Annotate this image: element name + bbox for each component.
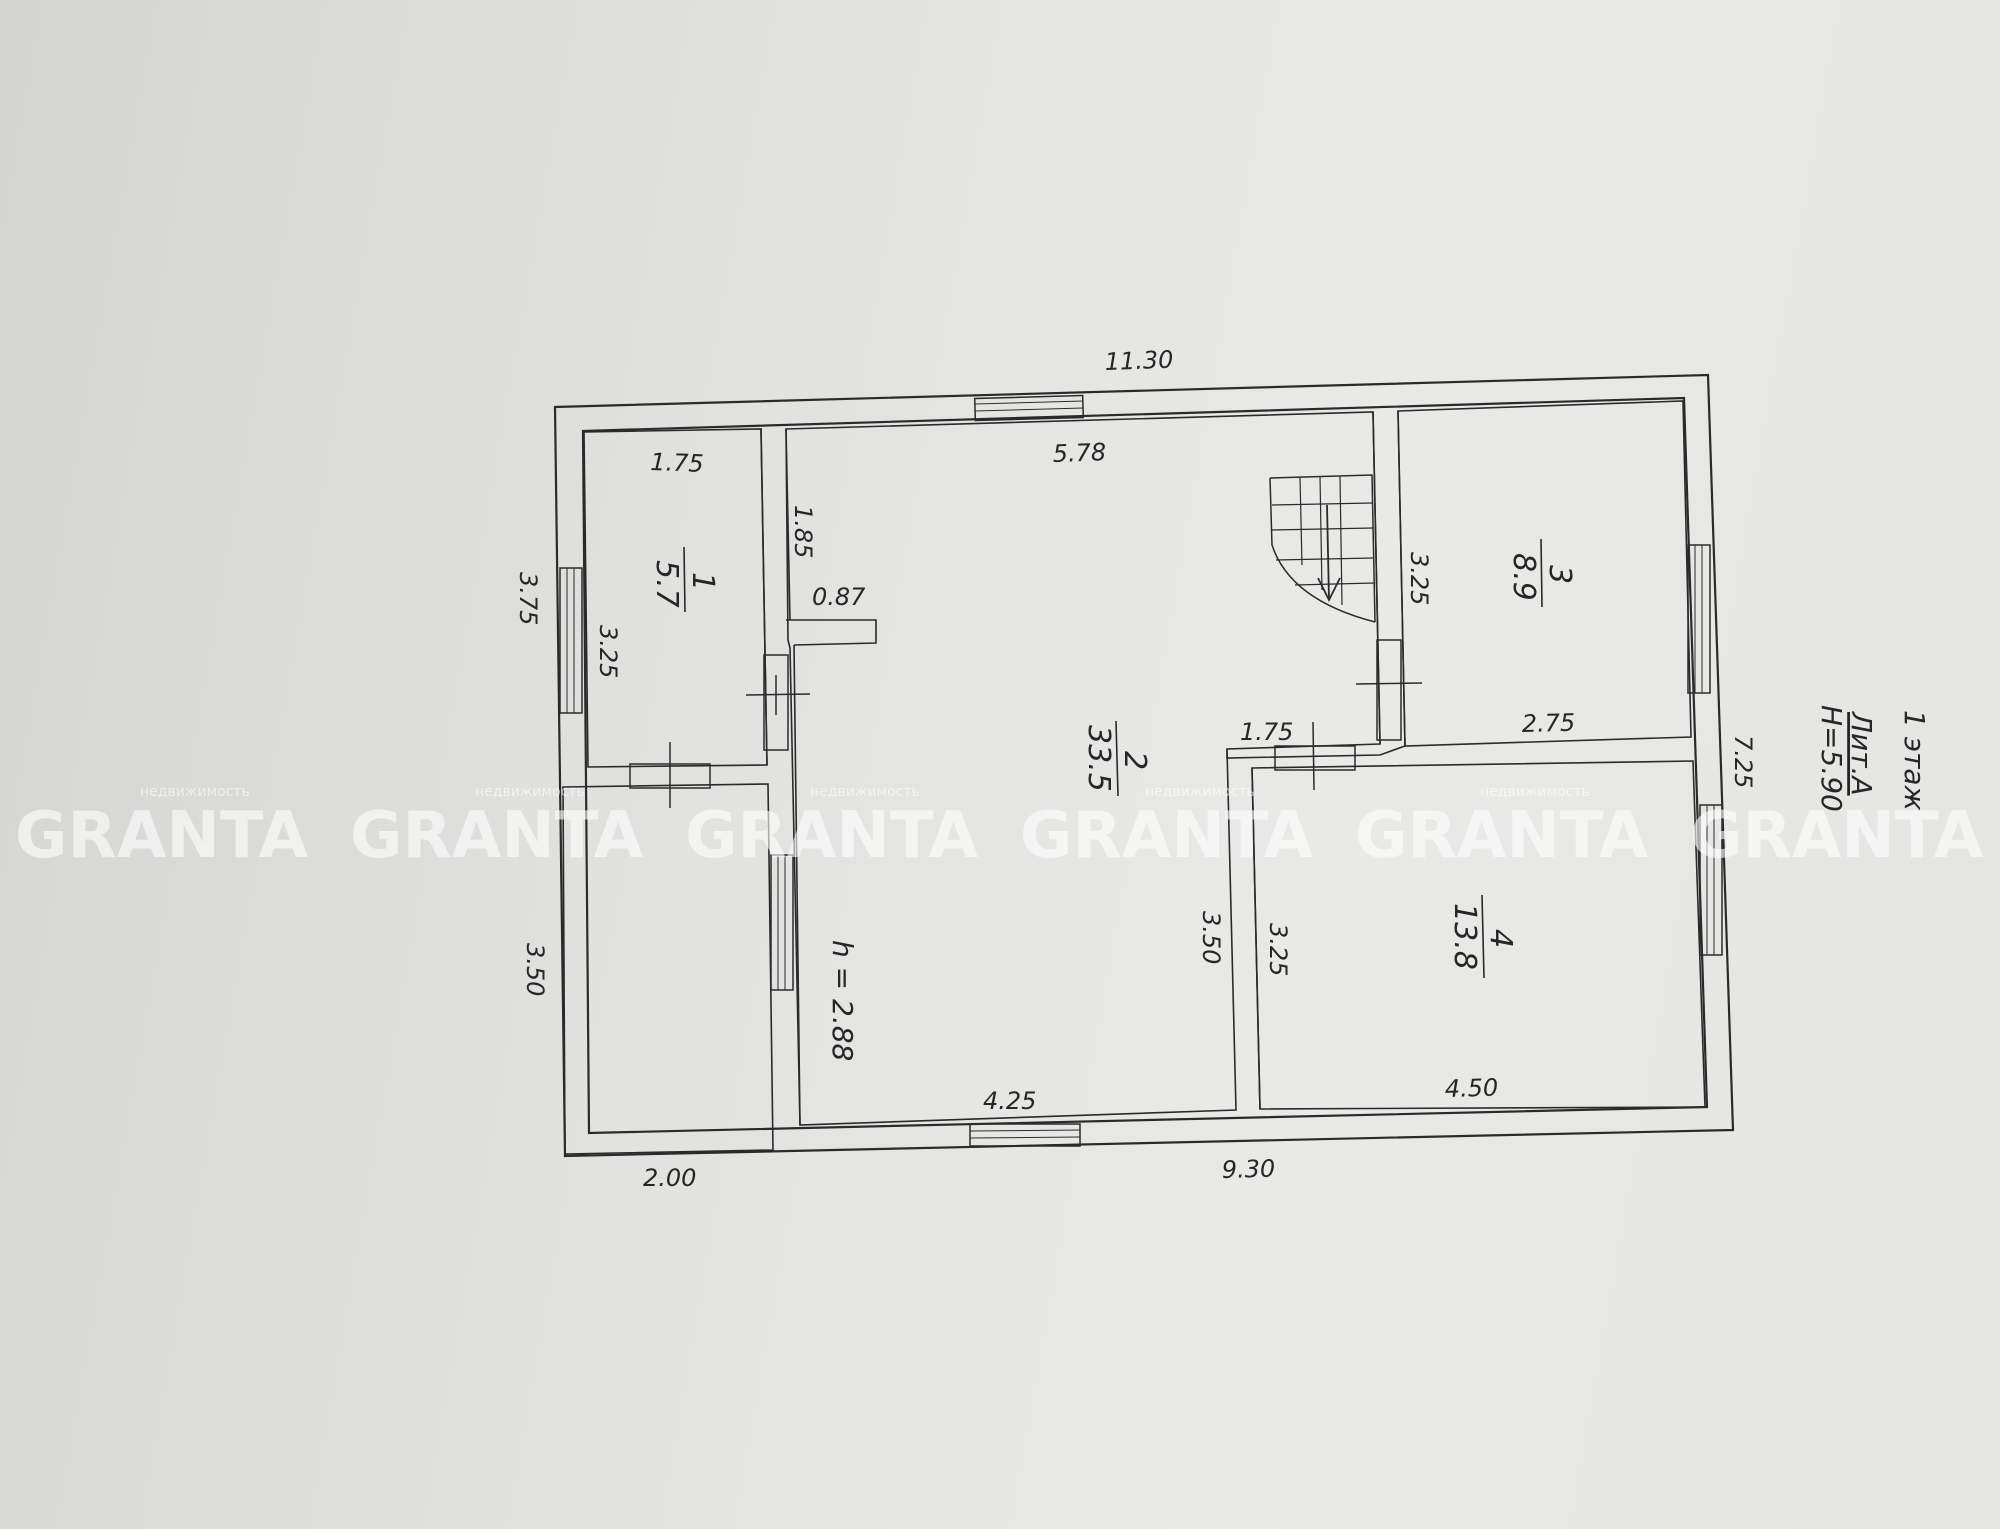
room-4-label: 4 13.8: [1447, 903, 1518, 970]
door-room1-lower: [629, 742, 711, 808]
partition-2-3: [1372, 411, 1381, 745]
hall-niche-wall: [786, 619, 877, 646]
watermark-tagline-2: недвижимость: [475, 784, 585, 800]
room-3-area: 8.9: [1506, 553, 1541, 601]
liter-label: Лит.А: [1845, 711, 1878, 796]
watermark-tagline-3: недвижимость: [810, 784, 920, 800]
dim-bottom-right: 9.30: [1221, 1155, 1275, 1184]
room-3-number: 3: [1542, 565, 1577, 584]
watermark-brand-4: GRANTA: [1020, 799, 1314, 873]
room4-left-wall: [1251, 767, 1261, 1110]
corridor-wall: [1226, 745, 1406, 759]
outer-wall: [553, 373, 1735, 1158]
dim-hall-niche-width: 0.87: [812, 583, 866, 611]
watermark: GRANTA GRANTA GRANTA GRANTA GRANTA GRANT…: [15, 784, 1984, 873]
window-left: [559, 567, 583, 714]
staircase: [1269, 474, 1376, 623]
window-right-upper: [1687, 544, 1711, 694]
room-3-fraction-bar: [1540, 538, 1543, 608]
watermark-brand-2: GRANTA: [350, 799, 644, 873]
watermark-brand-1: GRANTA: [15, 799, 309, 873]
window-bottom: [969, 1123, 1081, 1147]
window-right-lower: [1699, 804, 1723, 956]
dim-room3-height: 3.25: [1405, 552, 1433, 605]
partition-1-2: [760, 428, 768, 766]
door-corridor-room4: [1274, 721, 1356, 791]
lower-left-space-outline: [562, 783, 774, 1155]
room-4-fraction-bar: [1481, 894, 1485, 979]
window-hall-left: [770, 854, 794, 991]
dim-room1-top: 1.75: [650, 448, 704, 478]
hall-left-wall: [793, 644, 801, 1126]
window-top: [973, 394, 1085, 422]
watermark-tagline-5: недвижимость: [1480, 784, 1590, 800]
room-1-area: 5.7: [649, 560, 684, 608]
watermark-brand-6: GRANTA: [1690, 799, 1984, 873]
dim-hall-bottom: 4.25: [983, 1087, 1036, 1115]
dim-room4-bottom: 4.50: [1444, 1074, 1498, 1103]
dim-hall-right-lower: 3.50: [1197, 911, 1225, 964]
room-1-label: 1 5.7: [649, 560, 720, 608]
dim-corridor-width: 1.75: [1240, 718, 1293, 746]
dim-bottom-left: 2.00: [643, 1164, 696, 1192]
dim-hall-top: 5.78: [1052, 438, 1106, 468]
room-2-fraction-bar: [1115, 720, 1119, 797]
room-2-area: 33.5: [1081, 725, 1116, 792]
room-3-label: 3 8.9: [1506, 553, 1577, 601]
watermark-brand-5: GRANTA: [1355, 799, 1649, 873]
inner-wall-line: [581, 396, 1709, 1135]
watermark-tagline-4: недвижимость: [1145, 784, 1255, 800]
dim-room3-bottom: 2.75: [1521, 709, 1575, 738]
room-2-label: 2 33.5: [1081, 725, 1152, 792]
room-1-number: 1: [685, 572, 720, 591]
room-4-area: 13.8: [1447, 903, 1482, 970]
dim-top-overall: 11.30: [1104, 346, 1174, 376]
height-label: H=5.90: [1815, 705, 1848, 812]
room-1-fraction-bar: [683, 546, 686, 613]
dim-hall-niche-depth: 1.85: [789, 505, 817, 558]
watermark-tagline-1: недвижимость: [140, 784, 250, 800]
dim-room4-height: 3.25: [1264, 923, 1292, 976]
partition-2-3-inner: [1397, 410, 1406, 747]
dim-left-lower: 3.50: [521, 943, 549, 996]
dim-left-upper: 3.75: [514, 572, 542, 625]
room-2-ceiling-height: h = 2.88: [826, 940, 859, 1061]
partition-1-2-inner: [785, 428, 791, 621]
dim-right-overall: 7.25: [1729, 735, 1757, 788]
watermark-brand-3: GRANTA: [685, 799, 979, 873]
door-room1-hall: [745, 654, 811, 751]
room-2-number: 2: [1117, 751, 1152, 770]
dim-room1-height: 3.25: [594, 625, 622, 678]
room-4-number: 4: [1483, 929, 1518, 948]
door-hall-room3: [1355, 639, 1423, 741]
floor-label: 1 этаж: [1898, 710, 1931, 811]
